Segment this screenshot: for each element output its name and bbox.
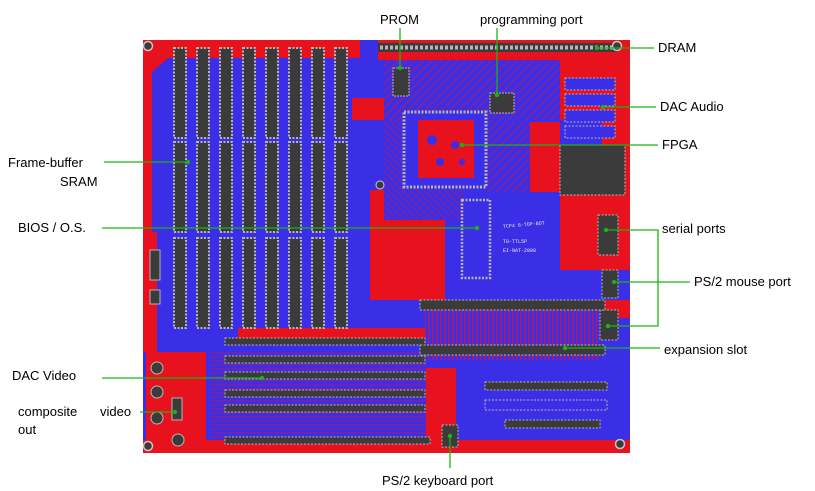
label-expansion-slot: expansion slot (664, 342, 748, 357)
label-frame-buffer-2: SRAM (60, 174, 98, 189)
label-composite-1b: video (100, 404, 132, 419)
sram-chip (173, 237, 187, 329)
label-frame-buffer-1: Frame-buffer (8, 155, 83, 170)
label-prom: PROM (380, 12, 419, 27)
label-dac-audio: DAC Audio (660, 99, 724, 114)
label-ps2-mouse: PS/2 mouse port (694, 274, 791, 289)
sram-chip (242, 141, 256, 233)
dac-audio-chips (559, 77, 626, 196)
sram-chip (173, 141, 187, 233)
programming-port-header (489, 92, 515, 114)
sram-chip (219, 141, 233, 233)
dac-video-chips (224, 337, 431, 445)
fpga-chip (402, 110, 488, 189)
sram-chip (265, 237, 279, 329)
label-serial-ports: serial ports (662, 221, 726, 236)
sram-chip (219, 47, 233, 139)
sram-chip (288, 237, 302, 329)
composite-video-components (149, 249, 185, 447)
silkscreen-text-3: EI-NAT-2008 (503, 248, 536, 254)
sram-chip (196, 47, 210, 139)
sram-chip (334, 47, 348, 139)
sram-chip (288, 141, 302, 233)
sram-chip (311, 47, 325, 139)
sram-chip (265, 141, 279, 233)
label-dac-video: DAC Video (12, 368, 77, 383)
label-bios-os: BIOS / O.S. (18, 220, 86, 235)
sram-chip (288, 47, 302, 139)
sram-chip (196, 237, 210, 329)
sram-chip (334, 237, 348, 329)
sram-chip (242, 47, 256, 139)
label-programming-port: programming port (480, 12, 583, 27)
sram-chip (242, 237, 256, 329)
pointer-dots (172, 45, 617, 439)
lower-right-chips (484, 381, 608, 429)
silkscreen-text-2: T8-TTL5P (503, 239, 527, 245)
bios-chip (460, 198, 492, 280)
dram-header (378, 43, 618, 52)
ps2-mouse-connector (601, 269, 619, 299)
label-ps2-keyboard: PS/2 keyboard port (382, 473, 494, 488)
sram-chip (219, 237, 233, 329)
expansion-slots (419, 299, 606, 356)
sram-chip (265, 47, 279, 139)
sram-chip (311, 141, 325, 233)
sram-chip (196, 141, 210, 233)
prom-chip (392, 67, 410, 97)
sram-chip (173, 47, 187, 139)
sram-chip (311, 237, 325, 329)
pointer-serial-top (606, 229, 659, 327)
frame-buffer-sram-array (173, 47, 348, 329)
label-composite-1a: composite (18, 404, 78, 419)
label-dram: DRAM (658, 40, 697, 55)
silkscreen-text-1: TCP4 8-TOP-BOT (503, 220, 545, 230)
sram-chip (334, 141, 348, 233)
label-pointers (102, 28, 690, 468)
label-composite-2: out (18, 422, 37, 437)
label-fpga: FPGA (662, 137, 698, 152)
